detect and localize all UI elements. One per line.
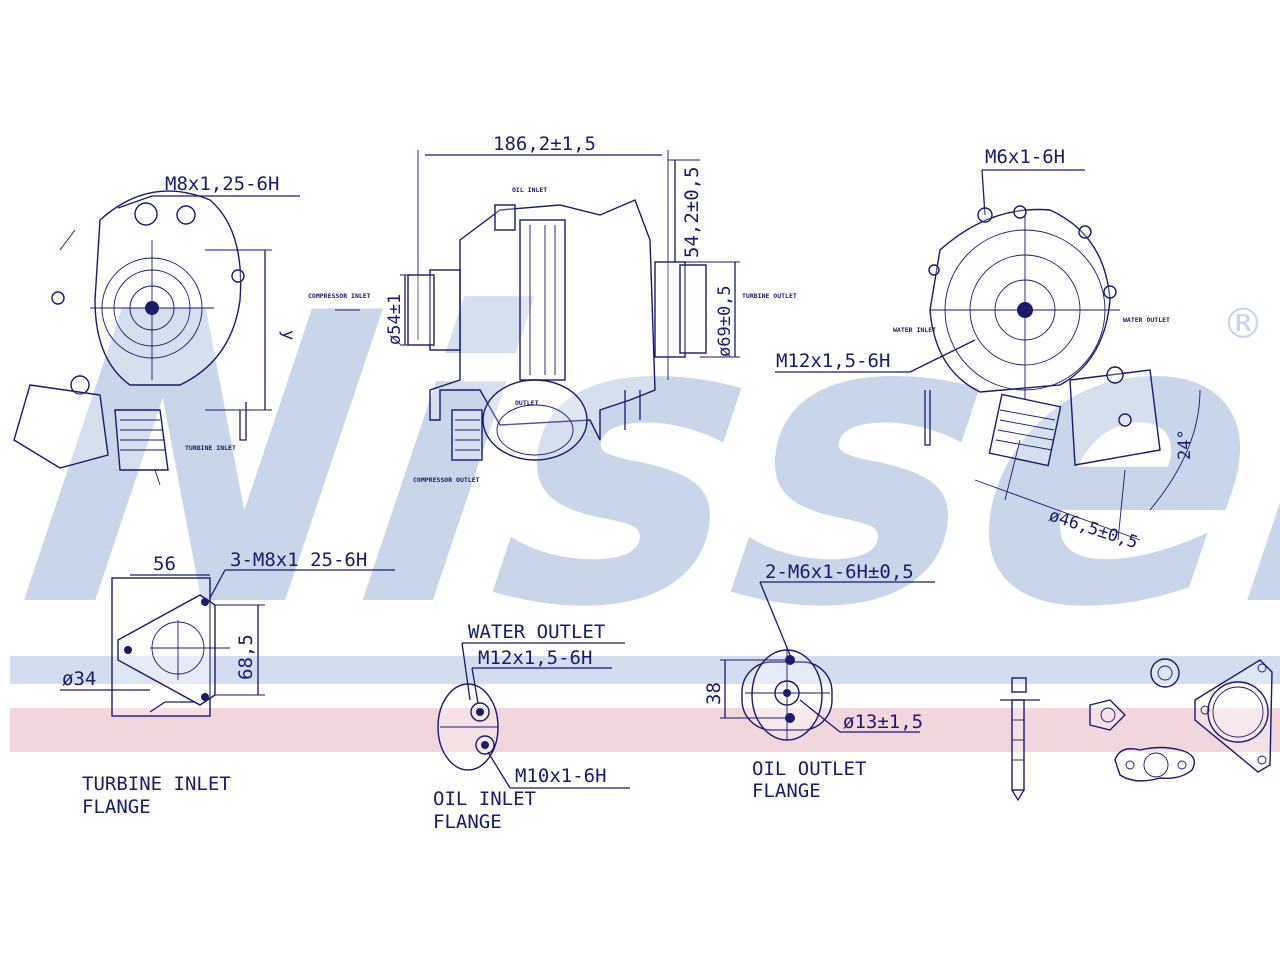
water-outlet-label-small: WATER OUTLET <box>1123 316 1170 324</box>
accessory-parts <box>1000 658 1273 802</box>
overall-length-dimension: 186,2±1,5 <box>493 133 596 155</box>
turbine-outlet-label: TURBINE OUTLET <box>742 292 797 300</box>
water-inlet-label: WATER INLET <box>893 326 936 334</box>
oil-inlet-title-1: OIL INLET <box>433 788 536 810</box>
turbine-inlet-label-small: TURBINE INLET <box>185 444 236 452</box>
compressor-inlet-label: COMPRESSOR INLET <box>308 292 371 300</box>
oil-outlet-title-2: FLANGE <box>752 780 821 802</box>
outlet-label: OUTLET <box>515 399 539 407</box>
turbine-flange-diameter: ø34 <box>62 668 96 690</box>
oil-outlet-title-1: OIL OUTLET <box>752 758 866 780</box>
turbine-flange-title-2: FLANGE <box>82 796 151 818</box>
watermark-stripe-blue <box>10 656 1280 684</box>
oil-outlet-diameter: ø13±1,5 <box>843 711 923 733</box>
oil-inlet-flange: WATER OUTLET M12x1,5-6H M10x1-6H OIL INL… <box>433 621 630 833</box>
oil-inlet-label: OIL INLET <box>512 186 547 194</box>
oil-inlet-thread-2: M10x1-6H <box>515 765 607 787</box>
oil-outlet-holes: 2-M6x1-6H±0,5 <box>765 561 914 583</box>
m8-thread-callout: M8x1,25-6H <box>165 173 279 195</box>
watermark-registered-mark: ® <box>1222 299 1264 348</box>
angle-dimension: 24° <box>1175 429 1195 460</box>
turbine-flange-width: 56 <box>153 553 176 575</box>
turbine-flange-holes: 3-M8x1 25-6H <box>230 549 367 571</box>
offset-height-dimension: 54,2±0,5 <box>681 166 703 258</box>
oil-inlet-water-outlet: WATER OUTLET <box>468 621 605 643</box>
turbine-inlet-flange: 56 3-M8x1 25-6H 68,5 ø34 TURBINE INLET F… <box>60 549 395 818</box>
compressor-inlet-diameter: ø54±1 <box>385 294 405 345</box>
turbine-flange-title-1: TURBINE INLET <box>82 773 231 795</box>
left-view-dimension: y <box>278 330 298 340</box>
oil-inlet-title-2: FLANGE <box>433 811 502 833</box>
turbine-side-view: M8x1,25-6H TURBINE INLET y <box>13 173 300 486</box>
oil-inlet-thread-1: M12x1,5-6H <box>478 647 592 669</box>
oil-outlet-flange: 2-M6x1-6H±0,5 38 ø13±1,5 OIL OUTLET FLAN… <box>703 561 935 802</box>
turbine-flange-height: 68,5 <box>235 634 257 680</box>
m6-thread-callout: M6x1-6H <box>985 146 1065 168</box>
oil-outlet-height: 38 <box>703 682 725 705</box>
compressor-outlet-label: COMPRESSOR OUTLET <box>413 476 480 484</box>
compressor-outlet-diameter: ø69±0,5 <box>715 285 735 357</box>
side-elevation-view: 186,2±1,5 54,2±0,5 ø54±1 ø69±0,5 COMPRES <box>308 133 797 484</box>
watermark-stripe-pink <box>10 708 1280 752</box>
m12-thread-callout: M12x1,5-6H <box>776 350 890 372</box>
